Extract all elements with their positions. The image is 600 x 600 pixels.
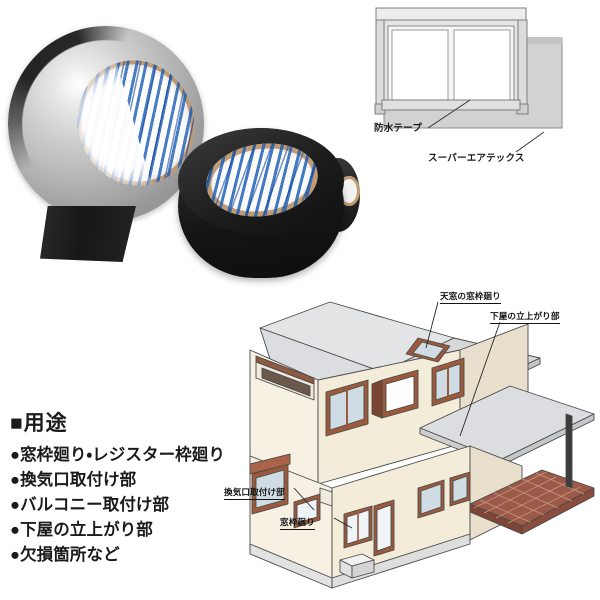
leader-kanki (293, 487, 315, 511)
leader-shitaya (459, 321, 501, 437)
utility-box-side (351, 559, 375, 579)
balcony-rail-inner (261, 367, 311, 397)
usage-item: ●バルコニー取付け部 (10, 496, 170, 515)
window-section-diagram: 防水テープ スーパーエアテックス (366, 0, 600, 180)
window-1f-right-b-glass (452, 475, 468, 503)
leader-lines (293, 301, 501, 529)
label-waterproof-tape: 防水テープ (374, 123, 422, 134)
label-super-airtex: スーパーエアテックス (428, 153, 525, 164)
vent-hood (319, 487, 333, 507)
house-application-diagram: 天窓の窓枠廻り 下屋の立上がり部 換気口取付け部 窓枠廻り (222, 288, 600, 600)
bay-window-glass (255, 469, 285, 509)
house-svg (249, 301, 595, 589)
usage-section: ■用途 ●窓枠廻り・レジスター枠廻り ●換気口取付け部 ●バルコニー取付け部 ●… (10, 412, 246, 568)
usage-item: ●換気口取付け部 (10, 471, 137, 490)
tape-tail-strip (40, 206, 136, 262)
window-diagram-svg (374, 7, 563, 153)
leader-line-tape (427, 111, 453, 129)
window-sill (381, 99, 521, 111)
window-sash-right (453, 29, 511, 101)
label-vent-install: 換気口取付け部 (224, 486, 285, 500)
skylight-glass (412, 341, 445, 360)
window-sash-left (391, 29, 449, 101)
leader-skylight (425, 301, 439, 349)
leader-mado (333, 517, 353, 529)
label-lower-roof-rise: 下屋の立上がり部 (490, 310, 560, 324)
window-2f-bay-side (371, 379, 383, 419)
usage-item: ●欠損箇所など (10, 546, 120, 565)
window-right-jamb (517, 19, 528, 111)
bay-window-hood (249, 453, 291, 475)
usage-item: ●下屋の立上がり部 (10, 521, 153, 540)
usage-item: ●窓枠廻り・レジスター枠廻り (10, 446, 225, 465)
brick-pattern (473, 471, 585, 524)
window-head-trim (375, 7, 527, 21)
usage-heading: ■用途 (10, 412, 68, 435)
label-skylight-frame: 天窓の窓枠廻り (440, 290, 501, 304)
terrace-post (565, 413, 573, 489)
core-print-pattern-fine (201, 136, 323, 224)
window-1f-right-a-glass (420, 483, 442, 515)
window-2f-bay-glass (385, 375, 415, 413)
leader-line-tape-2 (451, 99, 471, 113)
brick-terrace-edge-right (521, 487, 595, 535)
tape-roll-small-core (201, 136, 323, 224)
usage-list: ●窓枠廻り・レジスター枠廻り ●換気口取付け部 ●バルコニー取付け部 ●下屋の立… (10, 443, 246, 568)
tape-product-photo (0, 8, 360, 280)
vent-window-glass (296, 498, 318, 524)
entrance-door-panel (376, 504, 392, 552)
leader-line-airtex (515, 131, 545, 153)
label-window-frame: 窓枠廻り (280, 516, 315, 530)
window-left-jamb (375, 19, 385, 111)
balcony-rail-top (255, 355, 315, 385)
